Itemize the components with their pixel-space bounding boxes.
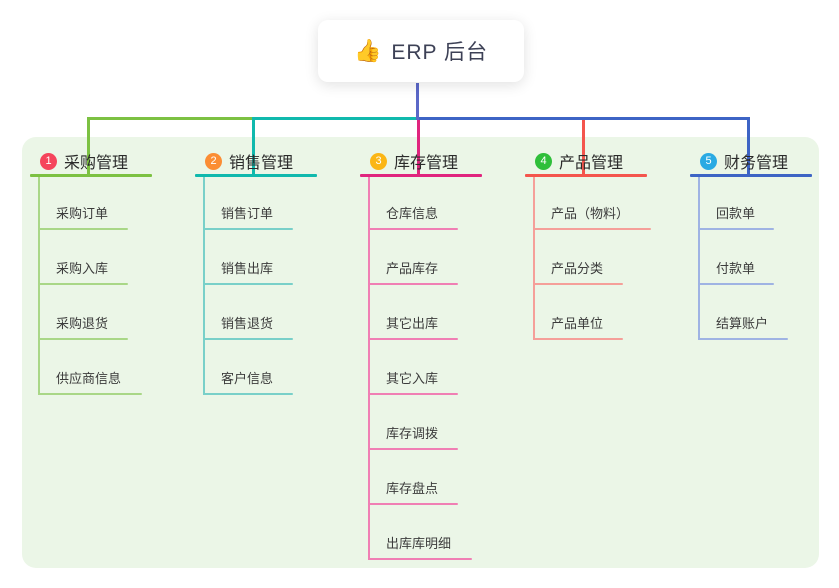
child-underline <box>203 283 293 285</box>
child-underline <box>533 338 623 340</box>
root-node[interactable]: 👍 ERP 后台 <box>318 20 524 82</box>
branch-label-5: 财务管理 <box>724 155 789 172</box>
branch-child-trunk-4 <box>533 177 535 340</box>
thumbs-up-icon: 👍 <box>353 38 382 63</box>
child-underline <box>368 228 458 230</box>
root-stem-line <box>416 83 419 120</box>
branch-number-badge-1: 1 <box>40 152 57 170</box>
root-node-label: ERP 后台 <box>391 41 489 64</box>
child-node[interactable]: 产品分类 <box>551 261 604 276</box>
child-node[interactable]: 产品（物料） <box>551 206 630 221</box>
child-underline <box>203 228 293 230</box>
child-node[interactable]: 产品库存 <box>386 261 439 276</box>
branch-node-4[interactable]: 4 产品管理 <box>535 150 623 172</box>
child-underline <box>38 338 128 340</box>
branch-underline-3 <box>360 174 482 177</box>
child-node[interactable]: 结算账户 <box>716 316 769 331</box>
child-node[interactable]: 库存调拨 <box>386 426 439 441</box>
child-node[interactable]: 其它入库 <box>386 371 439 386</box>
branches-panel <box>22 137 819 568</box>
child-node[interactable]: 出库库明细 <box>386 536 452 551</box>
branch-child-trunk-3 <box>368 177 370 560</box>
branch-drop-line-3 <box>417 117 420 177</box>
branch-underline-5 <box>690 174 812 177</box>
child-underline <box>38 283 128 285</box>
child-underline <box>38 393 142 395</box>
branch-drop-line-4 <box>582 117 585 177</box>
branch-drop-line-5 <box>747 117 750 177</box>
child-node[interactable]: 回款单 <box>716 206 756 221</box>
child-underline <box>368 503 458 505</box>
child-underline <box>698 228 774 230</box>
branch-drop-line-2 <box>252 117 255 177</box>
branch-node-5[interactable]: 5 财务管理 <box>700 150 788 172</box>
branch-underline-1 <box>30 174 152 177</box>
child-node[interactable]: 付款单 <box>716 261 756 276</box>
child-node[interactable]: 供应商信息 <box>56 371 122 386</box>
branch-label-3: 库存管理 <box>394 155 459 172</box>
branch-child-trunk-2 <box>203 177 205 395</box>
branch-number-badge-3: 3 <box>370 152 387 170</box>
branch-child-trunk-5 <box>698 177 700 340</box>
branch-node-2[interactable]: 2 销售管理 <box>205 150 293 172</box>
branch-child-trunk-1 <box>38 177 40 395</box>
branch-number-badge-4: 4 <box>535 152 552 170</box>
branch-number-badge-5: 5 <box>700 152 717 170</box>
child-node[interactable]: 仓库信息 <box>386 206 439 221</box>
branch-number-badge-2: 2 <box>205 152 222 170</box>
child-underline <box>203 393 293 395</box>
child-node[interactable]: 库存盘点 <box>386 481 439 496</box>
child-underline <box>698 338 788 340</box>
branch-label-1: 采购管理 <box>64 155 129 172</box>
branch-underline-4 <box>525 174 647 177</box>
branch-underline-2 <box>195 174 317 177</box>
child-underline <box>38 228 128 230</box>
child-node[interactable]: 客户信息 <box>221 371 274 386</box>
child-underline <box>533 228 651 230</box>
child-underline <box>203 338 293 340</box>
branch-drop-line-1 <box>87 117 90 177</box>
child-node[interactable]: 销售出库 <box>221 261 274 276</box>
child-underline <box>368 558 472 560</box>
trunk-segment-left <box>87 117 255 120</box>
child-underline <box>533 283 623 285</box>
child-underline <box>368 448 458 450</box>
child-node[interactable]: 采购订单 <box>56 206 109 221</box>
branch-label-4: 产品管理 <box>559 155 624 172</box>
child-underline <box>368 338 458 340</box>
child-node[interactable]: 采购退货 <box>56 316 109 331</box>
trunk-segment-mid <box>252 117 420 120</box>
child-node[interactable]: 产品单位 <box>551 316 604 331</box>
trunk-segment-right <box>417 117 750 120</box>
child-underline <box>368 283 458 285</box>
child-node[interactable]: 销售退货 <box>221 316 274 331</box>
branch-node-3[interactable]: 3 库存管理 <box>370 150 458 172</box>
child-node[interactable]: 采购入库 <box>56 261 109 276</box>
branch-node-1[interactable]: 1 采购管理 <box>40 150 128 172</box>
child-underline <box>698 283 774 285</box>
child-node[interactable]: 其它出库 <box>386 316 439 331</box>
child-node[interactable]: 销售订单 <box>221 206 274 221</box>
branch-label-2: 销售管理 <box>229 155 294 172</box>
child-underline <box>368 393 458 395</box>
